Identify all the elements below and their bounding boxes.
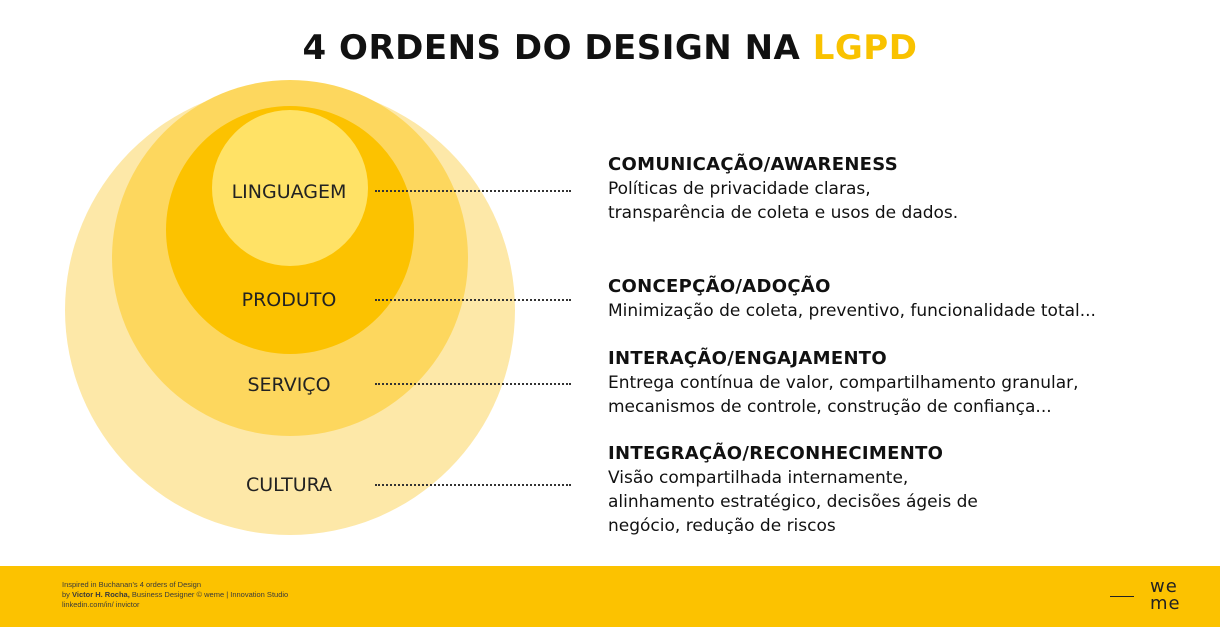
footer-credits: Inspired in Buchanan's 4 orders of Desig…: [62, 580, 288, 610]
connector-produto: [375, 299, 571, 301]
credit-author: Victor H. Rocha,: [72, 590, 130, 599]
description-line: Políticas de privacidade claras,: [608, 179, 871, 199]
credit-author-line: by Victor H. Rocha, Business Designer © …: [62, 590, 288, 600]
logo-top: we: [1150, 576, 1178, 597]
description-heading: INTEGRAÇÃO/RECONHECIMENTO: [608, 443, 944, 464]
title-accent: LGPD: [812, 28, 918, 68]
weme-logo: we me: [1150, 576, 1190, 614]
label-produto: PRODUTO: [241, 289, 337, 311]
description-line: Visão compartilhada internamente,: [608, 468, 909, 488]
description-cultura: INTEGRAÇÃO/RECONHECIMENTO Visão comparti…: [608, 442, 1208, 538]
description-produto: CONCEPÇÃO/ADOÇÃO Minimização de coleta, …: [608, 275, 1208, 323]
connector-linguagem: [375, 190, 571, 192]
label-cultura: CULTURA: [245, 474, 333, 496]
title-main: 4 ORDENS DO DESIGN NA: [302, 28, 813, 68]
label-linguagem: LINGUAGEM: [231, 181, 347, 203]
description-line: negócio, redução de riscos: [608, 516, 836, 536]
credit-inspiration: Inspired in Buchanan's 4 orders of Desig…: [62, 580, 202, 589]
logo-bottom: me: [1150, 593, 1181, 614]
description-line: Minimização de coleta, preventivo, funci…: [608, 301, 1096, 321]
footer-bar: Inspired in Buchanan's 4 orders of Desig…: [0, 566, 1220, 627]
description-line: transparência de coleta e usos de dados.: [608, 203, 959, 223]
description-heading: COMUNICAÇÃO/AWARENESS: [608, 154, 898, 175]
credit-linkedin: linkedin.com/in/ invictor: [62, 600, 140, 609]
footer-dash: [1110, 596, 1134, 597]
description-heading: CONCEPÇÃO/ADOÇÃO: [608, 276, 831, 297]
circle-linguagem: [212, 110, 368, 266]
credit-role: Business Designer © weme | Innovation St…: [129, 590, 289, 599]
description-heading: INTERAÇÃO/ENGAJAMENTO: [608, 348, 887, 369]
page-title: 4 ORDENS DO DESIGN NA LGPD: [0, 26, 1220, 70]
label-servico: SERVIÇO: [247, 374, 331, 396]
credit-by: by: [62, 590, 73, 599]
description-line: alinhamento estratégico, decisões ágeis …: [608, 492, 978, 512]
description-line: mecanismos de controle, construção de co…: [608, 397, 1052, 417]
connector-servico: [375, 383, 571, 385]
description-servico: INTERAÇÃO/ENGAJAMENTO Entrega contínua d…: [608, 347, 1208, 419]
connector-cultura: [375, 484, 571, 486]
description-line: Entrega contínua de valor, compartilhame…: [608, 373, 1079, 393]
description-linguagem: COMUNICAÇÃO/AWARENESS Políticas de priva…: [608, 153, 1208, 225]
